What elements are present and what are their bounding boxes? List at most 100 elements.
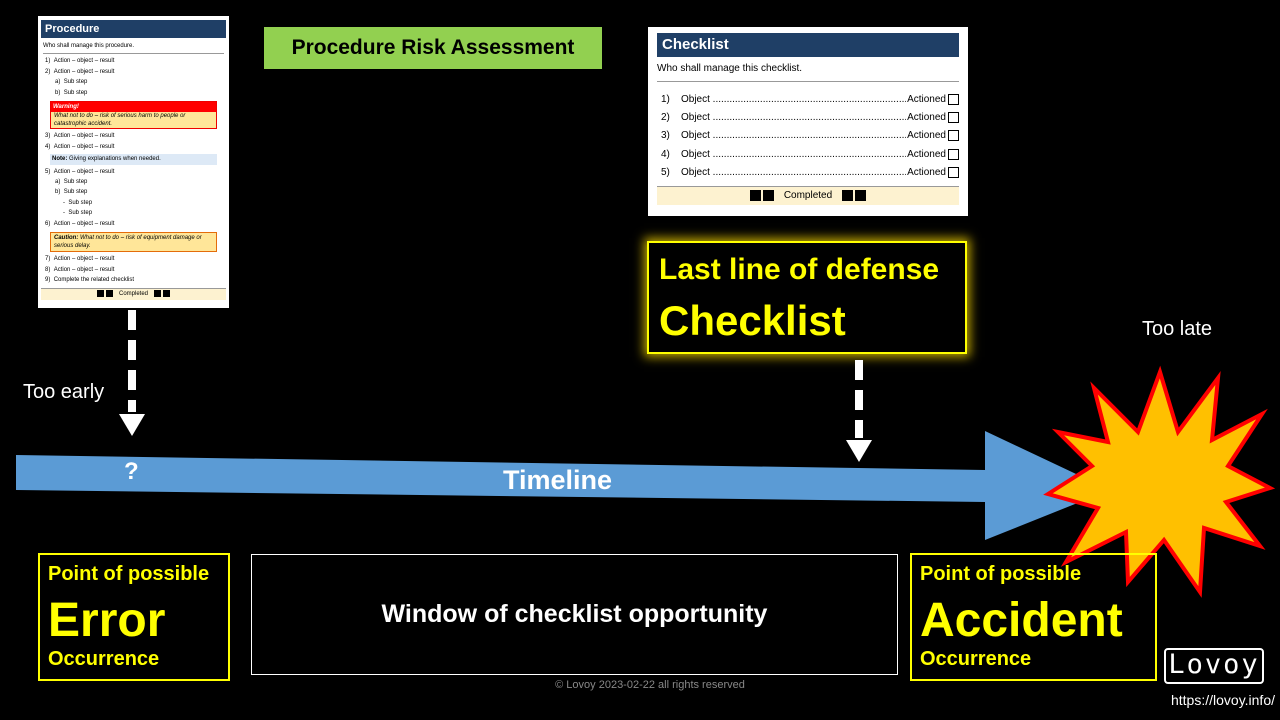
explosion-burst (1043, 365, 1276, 598)
procedure-step: 8) Action – object – result (41, 265, 226, 275)
step-text: Action – object – result (53, 133, 115, 140)
copyright: © Lovoy 2023-02-22 all rights reserved (555, 679, 745, 691)
step-number: b) (55, 89, 61, 96)
lovoy-logo: Lovoy (1164, 648, 1264, 684)
item-status: Actioned (907, 130, 946, 142)
page-title: Procedure Risk Assessment (264, 27, 602, 69)
procedure-step: 3) Action – object – result (41, 131, 226, 141)
step-text: Action – object – result (53, 168, 115, 175)
too-late-label: Too late (1142, 318, 1213, 340)
checklist-header: Checklist (657, 33, 959, 57)
item-number: 2) (661, 111, 670, 123)
procedure-step: a) Sub step (41, 77, 226, 87)
item-status: Actioned (907, 166, 946, 178)
step-number: b) (55, 189, 61, 196)
accident-box-bottom: Occurrence (920, 648, 1032, 670)
too-early-label: Too early (23, 381, 105, 403)
site-url[interactable]: https://lovoy.info/ (1170, 692, 1275, 708)
step-text: Sub step (63, 189, 88, 196)
checklist-items: 1) Object ...............................… (657, 90, 959, 181)
accident-box-title: Accident (920, 594, 1123, 647)
question-mark: ? (124, 458, 139, 485)
step-number: 9) (45, 276, 51, 283)
checklist-item: 3) Object ...............................… (657, 127, 959, 145)
step-text: Action – object – result (53, 58, 115, 65)
step-text: Action – object – result (53, 266, 115, 273)
procedure-step: 9) Complete the related checklist (41, 275, 226, 285)
procedure-step: a) Sub step (41, 177, 226, 187)
checkbox[interactable] (948, 130, 959, 142)
checkbox[interactable] (948, 166, 959, 178)
step-text: Sub step (63, 89, 88, 96)
item-status: Actioned (907, 148, 946, 160)
checklist-owner: Who shall manage this checklist. (657, 63, 959, 82)
warning-title: Warning! (51, 102, 216, 113)
note-box: Note: Giving explanations when needed. (50, 154, 217, 165)
step-number: - (63, 210, 65, 217)
procedure-step: - Sub step (41, 208, 226, 218)
step-number: a) (55, 179, 61, 186)
timeline-label: Timeline (503, 465, 613, 495)
item-number: 1) (661, 93, 670, 105)
step-text: Action – object – result (53, 68, 115, 75)
checklist-completed: Completed (657, 186, 959, 206)
procedure-step: - Sub step (41, 198, 226, 208)
checklist-window-box: Window of checklist opportunity (251, 554, 898, 675)
dashed-arrow-procedure (119, 310, 145, 436)
item-object: Object .................................… (681, 111, 907, 123)
error-box-bottom: Occurrence (48, 648, 160, 670)
timeline-arrow (16, 431, 1110, 540)
checkbox[interactable] (948, 93, 959, 105)
item-status: Actioned (907, 111, 946, 123)
checklist-item: 5) Object ...............................… (657, 163, 959, 181)
checkbox[interactable] (948, 148, 959, 160)
step-number: 2) (45, 68, 51, 75)
checklist-item: 4)Object ...............................… (657, 145, 959, 163)
procedure-owner: Who shall manage this procedure. (43, 41, 224, 55)
procedure-document: Procedure Who shall manage this procedur… (38, 16, 229, 308)
procedure-step: 6) Action – object – result (41, 219, 226, 229)
procedure-step: 1) Action – object – result (41, 56, 226, 66)
step-number: 6) (45, 220, 51, 227)
procedure-completed: Completed (41, 288, 226, 301)
note-text: Giving explanations when needed. (69, 156, 161, 163)
item-number: 4) (661, 148, 670, 160)
item-object: Object .................................… (681, 166, 907, 178)
step-text: Complete the related checklist (53, 276, 135, 283)
caution-label: Caution: (54, 235, 79, 242)
step-number: 5) (45, 168, 51, 175)
completed-label: Completed (783, 190, 833, 202)
step-text: Sub step (68, 199, 93, 206)
checklist-item: 1) Object ...............................… (657, 90, 959, 108)
error-box-title: Error (48, 594, 166, 647)
item-status: Actioned (907, 93, 946, 105)
step-text: Action – object – result (53, 220, 115, 227)
item-object: Object .................................… (681, 93, 907, 105)
procedure-step: 7) Action – object – result (41, 254, 226, 264)
item-object: Object .................................… (681, 130, 907, 142)
checklist-item: 2) Object ...............................… (657, 108, 959, 126)
step-text: Sub step (63, 79, 88, 86)
checklist-document: Checklist Who shall manage this checklis… (648, 27, 968, 216)
step-text: Action – object – result (53, 256, 115, 263)
checkbox[interactable] (948, 111, 959, 123)
warning-box: Warning! What not to do – risk of seriou… (50, 101, 217, 130)
step-number: 4) (45, 143, 51, 150)
last-line-of-defense-box: Last line of defense Checklist (647, 241, 967, 354)
last-line-checklist: Checklist (659, 297, 846, 344)
caution-text: What not to do – risk of equipment damag… (54, 235, 202, 250)
completed-label: Completed (118, 291, 148, 298)
step-number: a) (55, 79, 61, 86)
step-number: 3) (45, 133, 51, 140)
accident-point-box: Point of possible Accident Occurrence (910, 553, 1157, 681)
procedure-step: b) Sub step (41, 187, 226, 197)
item-number: 3) (661, 130, 670, 142)
item-number: 5) (661, 166, 670, 178)
step-number: 1) (45, 58, 51, 65)
step-text: Action – object – result (53, 143, 115, 150)
